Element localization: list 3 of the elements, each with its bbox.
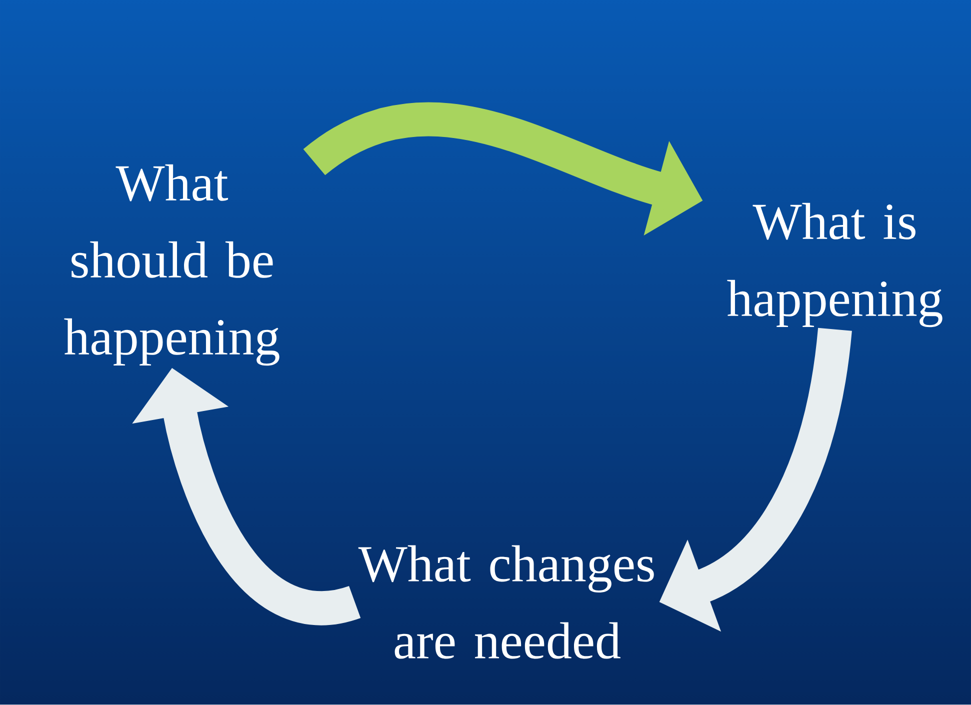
- step-text: What should be happening: [64, 164, 280, 366]
- step-text: What is happening: [727, 202, 942, 328]
- step-text: What changes are needed: [358, 545, 654, 659]
